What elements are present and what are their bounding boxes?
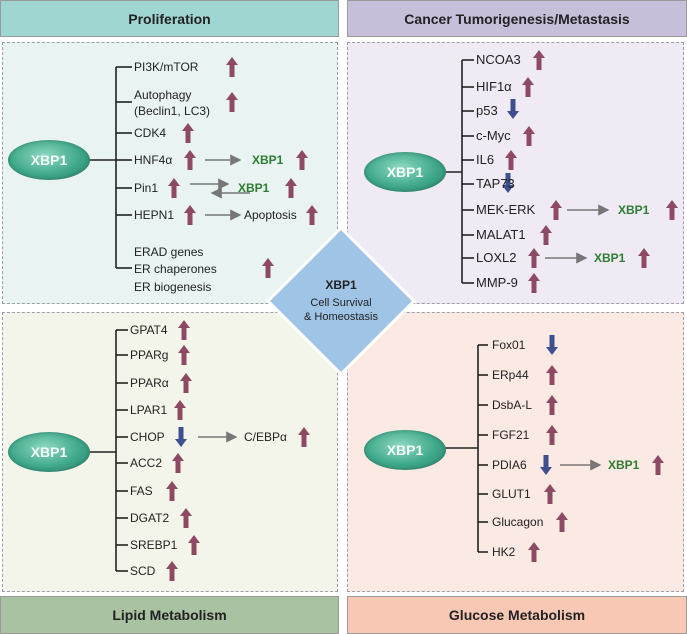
lipid-item: CHOP (130, 430, 165, 444)
lipid-bracket (88, 329, 128, 572)
prolif-target: XBP1 (252, 153, 284, 167)
tumor-item: NCOA3 (476, 52, 521, 67)
glucose-item: DsbA-L (492, 398, 533, 412)
prolif-item: (Beclin1, LC3) (134, 104, 211, 118)
lipid-item: SREBP1 (130, 538, 178, 552)
lipid-title: Lipid Metabolism (112, 607, 227, 623)
prolif-item: HEPN1 (134, 208, 175, 222)
glucose-target: XBP1 (608, 458, 640, 472)
prolif-item: ER biogenesis (134, 280, 212, 294)
prolif-item: ER chaperones (134, 262, 217, 276)
hub-label: XBP1 (386, 164, 424, 180)
center-diamond (266, 226, 416, 376)
glucose-down-arrows (540, 335, 558, 475)
center-title: XBP1 (325, 278, 357, 292)
tumorigenesis-header: Cancer Tumorigenesis/Metastasis (347, 0, 687, 37)
proliferation-xbp1-hub: XBP1 (8, 140, 90, 180)
tumor-item: MEK-ERK (476, 202, 536, 217)
tumorigenesis-xbp1-hub: XBP1 (364, 152, 446, 192)
prolif-item: PI3K/mTOR (134, 60, 199, 74)
glucose-xbp1-hub: XBP1 (364, 430, 446, 470)
tumor-target: XBP1 (594, 251, 626, 265)
lipid-item: FAS (130, 484, 153, 498)
glucose-title: Glucose Metabolism (448, 607, 586, 623)
glucose-item: HK2 (492, 545, 516, 559)
lipid-item: LPAR1 (130, 403, 168, 417)
hub-label: XBP1 (30, 152, 68, 168)
proliferation-header: Proliferation (0, 0, 339, 37)
glucose-bracket (444, 344, 488, 553)
lipid-xbp1-hub: XBP1 (8, 432, 90, 472)
prolif-target: XBP1 (238, 181, 270, 195)
prolif-item: Pin1 (134, 181, 159, 195)
proliferation-title: Proliferation (128, 10, 211, 27)
tumor-item: LOXL2 (476, 250, 517, 265)
prolif-item: CDK4 (134, 126, 167, 140)
center-line3: & Homeostasis (304, 311, 378, 323)
prolif-target: Apoptosis (244, 208, 297, 222)
glucose-item: PDIA6 (492, 458, 527, 472)
tumor-item: p53 (476, 103, 498, 118)
hub-label: XBP1 (30, 444, 68, 460)
lipid-target: C/EBPα (244, 430, 287, 444)
center-label: XBP1 Cell Survival & Homeostasis (266, 226, 416, 376)
glucose-item: ERp44 (492, 368, 529, 382)
glucose-item: GLUT1 (492, 487, 531, 501)
lipid-item: GPAT4 (130, 323, 168, 337)
lipid-item: PPARα (130, 376, 169, 390)
lipid-item: SCD (130, 564, 156, 578)
center-line2: Cell Survival (310, 297, 372, 309)
prolif-item: HNF4α (134, 153, 173, 167)
tumorigenesis-up-arrows (505, 50, 678, 293)
tumor-item: TAP73 (476, 176, 515, 191)
prolif-item: ERAD genes (134, 245, 204, 259)
prolif-item: Autophagy (134, 88, 192, 102)
tumor-item: c-Myc (476, 128, 511, 143)
tumorigenesis-bracket (444, 59, 474, 284)
glucose-item: Fox01 (492, 338, 526, 352)
tumor-target: XBP1 (618, 203, 650, 217)
glucose-item: Glucagon (492, 515, 544, 529)
hub-label: XBP1 (386, 442, 424, 458)
lipid-item: ACC2 (130, 456, 163, 470)
tumor-item: MMP-9 (476, 275, 518, 290)
tumorigenesis-title: Cancer Tumorigenesis/Metastasis (404, 10, 630, 27)
glucose-item: FGF21 (492, 428, 530, 442)
lipid-item: DGAT2 (130, 511, 170, 525)
tumor-item: HIF1α (476, 79, 512, 94)
lipid-header: Lipid Metabolism (0, 596, 339, 634)
lipid-item: PPARg (130, 348, 169, 362)
proliferation-bracket (88, 66, 132, 269)
tumor-item: MALAT1 (476, 227, 526, 242)
tumor-item: IL6 (476, 152, 495, 167)
